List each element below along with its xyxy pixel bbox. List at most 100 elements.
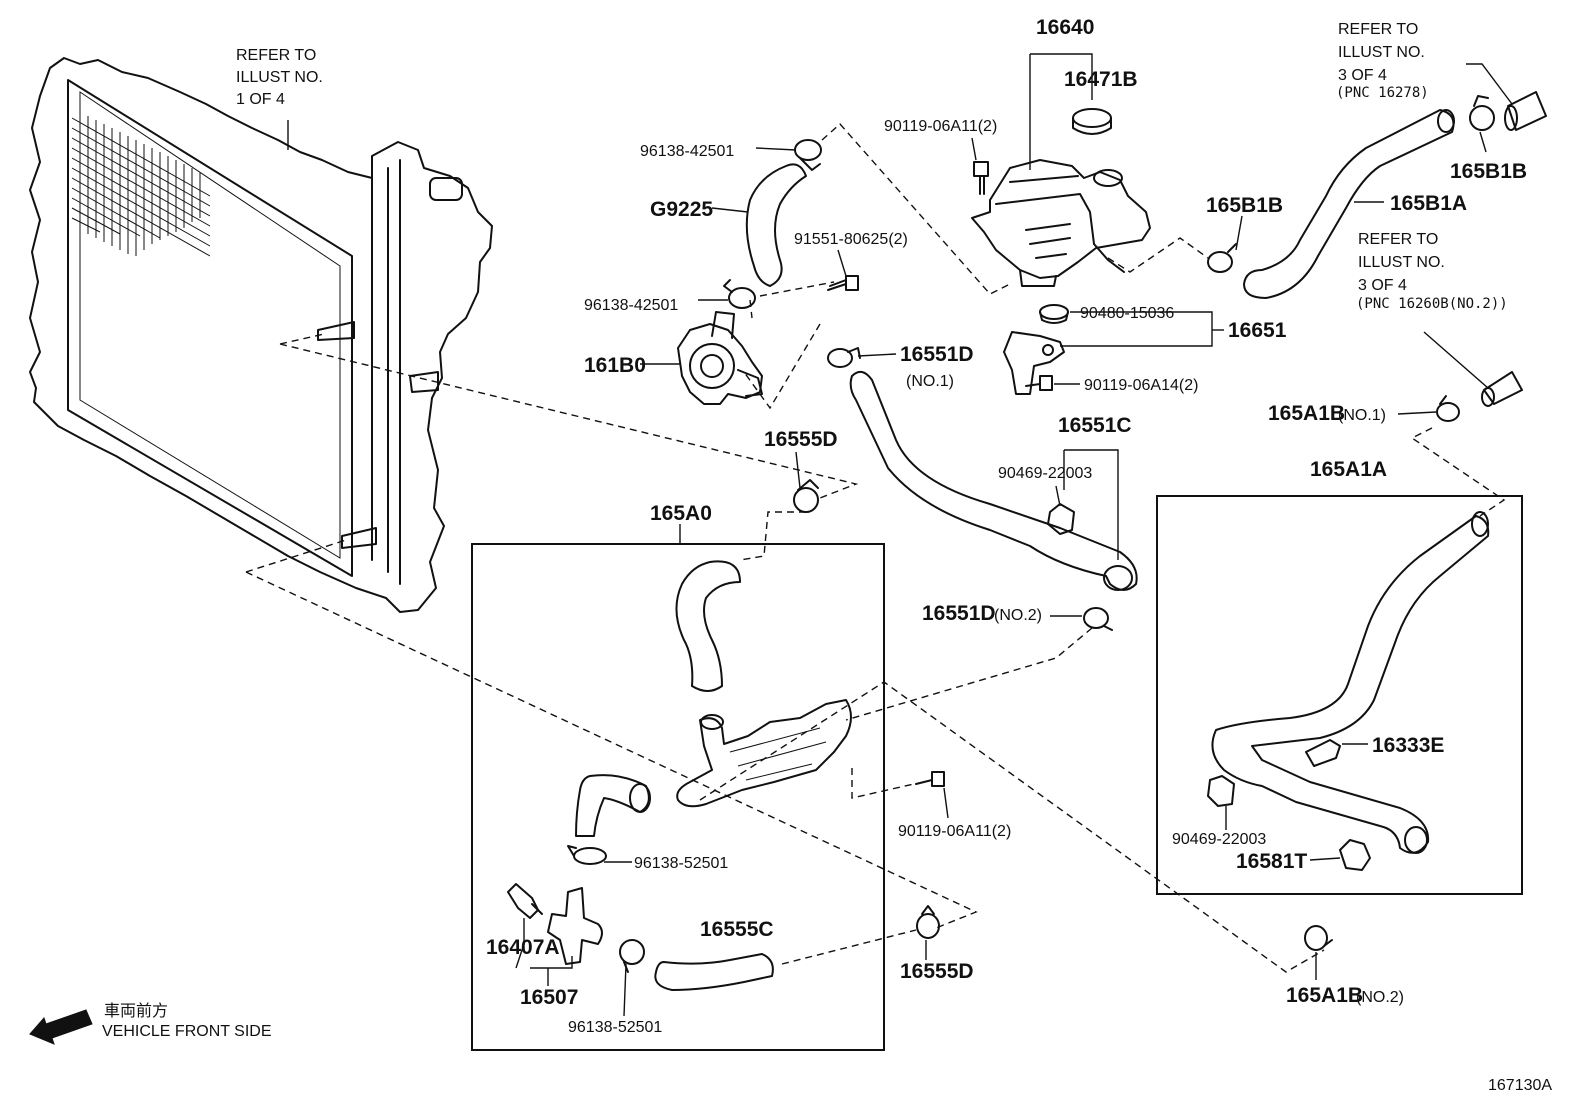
pipe-stub-mid-right: [1481, 371, 1523, 407]
clamp-96138-52501-top: [567, 845, 607, 865]
direction-jp: 車両前方: [104, 1002, 168, 1020]
ref-tr-3: 3 OF 4: [1338, 67, 1387, 84]
label-165B1A: 165B1A: [1390, 192, 1467, 215]
sensor-16407A: [507, 883, 543, 919]
front-arrow-icon: [29, 1009, 93, 1045]
reference-note-top-right: REFER TO ILLUST NO. 3 OF 4 (PNC 16278): [1336, 21, 1429, 101]
ref-mr-1: REFER TO: [1358, 231, 1438, 248]
label-165A1B-no2: 165A1B: [1286, 984, 1363, 1007]
label-165A1B-no1: 165A1B: [1268, 402, 1345, 425]
label-161B0: 161B0: [584, 354, 646, 377]
label-165A1B-no1-suffix: (NO.1): [1338, 407, 1386, 424]
bolt-90119-06A11-bottom: [915, 771, 945, 787]
label-96138-52501-top: 96138-52501: [634, 855, 728, 872]
label-16333E: 16333E: [1372, 734, 1444, 757]
assembly-box-165A0: [471, 543, 885, 1051]
hose-165A0-lower-left: [575, 774, 651, 837]
ref-tr-1: REFER TO: [1338, 21, 1418, 38]
label-16581T: 16581T: [1236, 850, 1307, 873]
label-96138-52501-bottom: 96138-52501: [568, 1019, 662, 1036]
label-16507: 16507: [520, 986, 578, 1009]
direction-en: VEHICLE FRONT SIDE: [102, 1023, 272, 1040]
clamp-16551D-no2: [1083, 607, 1113, 631]
hose-165B1A: [1243, 109, 1455, 299]
label-165B1B-left: 165B1B: [1206, 194, 1283, 217]
ref-line-3: 1 OF 4: [236, 91, 285, 108]
vehicle-front-indicator: 車両前方 VEHICLE FRONT SIDE: [29, 1002, 272, 1045]
hose-16555C: [654, 953, 774, 991]
clamp-16555D-top: [793, 479, 819, 513]
label-16551C: 16551C: [1058, 414, 1132, 437]
hose-165A0-upper: [675, 560, 741, 692]
reservoir-cap-16471B: [1072, 108, 1112, 135]
label-no2: (NO.2): [994, 607, 1042, 624]
label-16551D-no1: 16551D: [900, 343, 974, 366]
bolt-91551-80625: [827, 275, 859, 291]
part-labels: 16640 16471B 90119-06A11(2) 96138-42501 …: [486, 16, 1527, 1036]
illustration-id: 167130A: [1488, 1077, 1552, 1094]
ref-mr-4: (PNC 16260B(NO.2)): [1356, 296, 1508, 312]
ref-tr-2: ILLUST NO.: [1338, 44, 1425, 61]
label-16651: 16651: [1228, 319, 1287, 342]
hose-16551D: [849, 370, 1138, 591]
radiator-core-hatch: [71, 114, 211, 257]
ref-line-1: REFER TO: [236, 47, 316, 64]
label-96138-42501-top: 96138-42501: [640, 143, 734, 160]
clip-16581T: [1339, 839, 1371, 871]
ref-tr-4: (PNC 16278): [1336, 85, 1429, 101]
label-90119-06A14: 90119-06A14(2): [1084, 377, 1198, 394]
hose-165A1A: [1211, 511, 1490, 854]
label-G9225: G9225: [650, 198, 713, 221]
clamp-16555D-bottom: [916, 905, 940, 939]
label-90469-22003-top: 90469-22003: [998, 465, 1092, 482]
label-16555D-top: 16555D: [764, 428, 838, 451]
leader-lines: [515, 53, 1513, 1017]
hose-clamps: [567, 95, 1495, 973]
label-16551D-no2: 16551D: [922, 602, 996, 625]
label-16407A: 16407A: [486, 936, 560, 959]
clamp-96138-52501-bottom: [619, 939, 645, 973]
clip-90469-22003-bottom: [1207, 775, 1235, 807]
label-16555C: 16555C: [700, 918, 774, 941]
bracket-16651: [1003, 331, 1065, 395]
label-91551-80625: 91551-80625(2): [794, 231, 908, 248]
label-16555D-bottom: 16555D: [900, 960, 974, 983]
ref-line-2: ILLUST NO.: [236, 69, 323, 86]
tee-joint-16507: [547, 887, 603, 965]
clamp-96138-42501-bottom: [723, 279, 756, 309]
radiator-reference-note: REFER TO ILLUST NO. 1 OF 4: [236, 47, 323, 108]
label-90119-06A11-top: 90119-06A11(2): [884, 118, 997, 135]
hose-g9225: [745, 163, 807, 287]
clamp-16551D-no1: [827, 347, 861, 368]
label-165A1A: 165A1A: [1310, 458, 1387, 481]
plug-90480-15036: [1039, 304, 1069, 324]
bolts: [827, 161, 1069, 787]
reservoir-tank: [971, 159, 1151, 287]
pipe-stub-top-right: [1504, 91, 1547, 131]
ref-mr-2: ILLUST NO.: [1358, 254, 1445, 271]
label-165A1B-no2-suffix: (NO.2): [1356, 989, 1404, 1006]
label-16471B: 16471B: [1064, 68, 1138, 91]
label-16640: 16640: [1036, 16, 1094, 39]
label-90480-15036: 90480-15036: [1080, 305, 1174, 322]
sensor-16333E: [1305, 739, 1341, 767]
water-outlet-pipe: [676, 699, 852, 808]
label-90469-22003-bottom: 90469-22003: [1172, 831, 1266, 848]
bolt-90119-06A11-top: [973, 161, 989, 195]
label-96138-42501-bottom: 96138-42501: [584, 297, 678, 314]
radiator: [29, 57, 493, 613]
reference-note-mid-right: REFER TO ILLUST NO. 3 OF 4 (PNC 16260B(N…: [1356, 231, 1508, 312]
bolt-90119-06A14: [1025, 375, 1053, 391]
label-165B1B-right: 165B1B: [1450, 160, 1527, 183]
label-165A0: 165A0: [650, 502, 712, 525]
assembly-box-165A1A: [1156, 495, 1523, 895]
clamp-165B1B-left: [1207, 243, 1237, 273]
clamp-165A1B-no2: [1304, 925, 1333, 951]
assembly-dashed-lines: [245, 123, 1506, 973]
clamp-165A1B-no1: [1436, 395, 1460, 422]
label-90119-06A11-bottom: 90119-06A11(2): [898, 823, 1011, 840]
electric-water-pump: [677, 311, 763, 405]
label-no1: (NO.1): [906, 373, 954, 390]
ref-mr-3: 3 OF 4: [1358, 277, 1407, 294]
